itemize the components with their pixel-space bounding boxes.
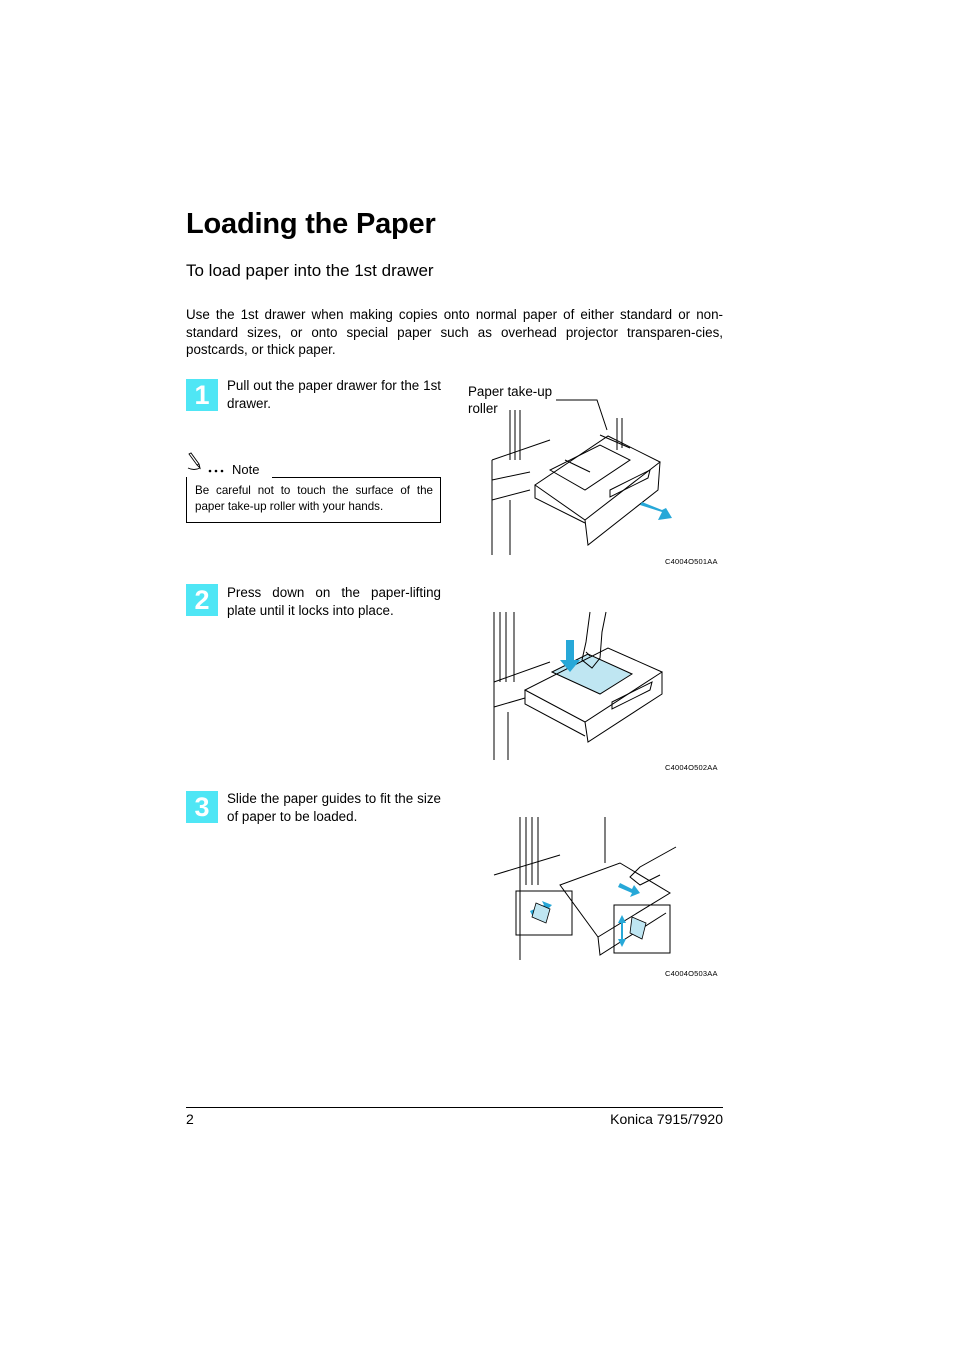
note-text: Be careful not to touch the surface of t… bbox=[195, 484, 433, 513]
step-2-text: Press down on the paper-lifting plate un… bbox=[227, 585, 441, 618]
note-label: Note bbox=[232, 462, 260, 477]
arrow-icon bbox=[640, 502, 672, 520]
note-divider bbox=[272, 477, 441, 478]
note-box bbox=[186, 477, 441, 523]
step-3-number: 3 bbox=[186, 791, 218, 823]
arrow-icon bbox=[618, 883, 640, 897]
page-number: 2 bbox=[186, 1111, 194, 1127]
intro-paragraph: Use the 1st drawer when making copies on… bbox=[186, 307, 723, 357]
pencil-note-icon bbox=[187, 452, 224, 473]
step-3-text: Slide the paper guides to fit the size o… bbox=[227, 791, 441, 824]
footer-divider bbox=[186, 1107, 723, 1108]
page-title: Loading the Paper bbox=[186, 208, 436, 240]
section-subtitle: To load paper into the 1st drawer bbox=[186, 261, 434, 280]
arrow-icon bbox=[618, 915, 626, 947]
figure-1-callout: Paper take-up roller bbox=[468, 384, 553, 416]
footer-model: Konica 7915/7920 bbox=[610, 1111, 723, 1127]
figure-3-code: C4004O503AA bbox=[665, 969, 718, 978]
step-1-text: Pull out the paper drawer for the 1st dr… bbox=[227, 378, 441, 411]
figure-1-code: C4004O501AA bbox=[665, 557, 718, 566]
figure-1-drawer-illustration bbox=[491, 399, 672, 555]
arrow-icon bbox=[560, 640, 580, 672]
step-2-number: 2 bbox=[186, 584, 218, 616]
figure-2-code: C4004O502AA bbox=[665, 763, 718, 772]
figure-2-drawer-illustration bbox=[493, 611, 664, 760]
figure-3-drawer-illustration bbox=[493, 817, 677, 960]
step-1-number: 1 bbox=[186, 379, 218, 411]
